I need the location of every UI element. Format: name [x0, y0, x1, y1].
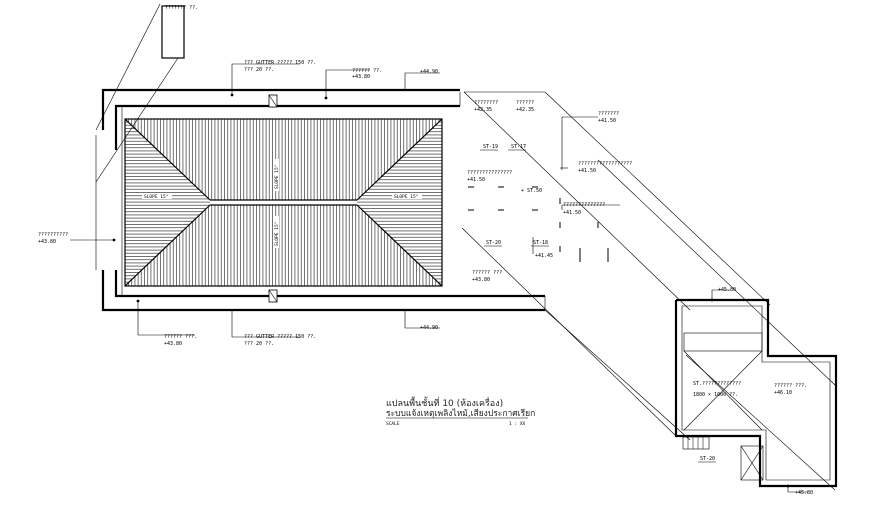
slope-left-bg [142, 193, 172, 199]
projection-line-5 [597, 159, 836, 386]
hip-line-3 [124, 204, 211, 287]
gutter-top-leader [231, 63, 300, 95]
mid-1b: +42.35 [474, 107, 492, 113]
step-box [682, 436, 710, 450]
mid-8: +41.45 [535, 253, 553, 259]
mid-1: ???????? [474, 100, 498, 106]
projection-line-2 [463, 91, 691, 311]
level-top-text-2: +44.90 [420, 69, 438, 75]
level-top2-leader [404, 72, 440, 90]
gutter-bottom [114, 270, 545, 298]
scale-value: 1 : XX [509, 421, 526, 427]
gutter-bot-text-2: ??? 20 ??. [244, 341, 274, 347]
st19-label: ST-19 [483, 144, 498, 150]
side-level: +46.10 [774, 390, 792, 396]
mid-9: ?????? ??? [472, 270, 502, 276]
slope-right-bg [392, 193, 422, 199]
level-bot-leader [404, 310, 440, 329]
tick-marks [468, 186, 609, 262]
room-level-top-leader [711, 289, 730, 300]
mid-9b: +43.80 [472, 277, 490, 283]
hip-roof-outline [124, 118, 443, 287]
mid-3-leader [561, 116, 598, 170]
column-diagonal-1 [95, 3, 161, 131]
slope-left-label: SLOPE 15° [144, 194, 169, 200]
st17-label: ST-17 [511, 144, 526, 150]
room-diagonal-2 [683, 350, 763, 431]
stair-box [740, 445, 764, 481]
left-level: +43.80 [38, 239, 56, 245]
room-note: ST.????????????? [693, 381, 741, 387]
column-block [161, 5, 185, 59]
slope-top-label: SLOPE 15° [274, 164, 280, 189]
mid-7-leader [561, 204, 620, 210]
hip-line-2 [356, 118, 443, 201]
mid-5b: +41.50 [467, 177, 485, 183]
drawing-title-line1: แปลนพื้นชั้นที่ 10 (ห้องเครื่อง) [386, 396, 503, 409]
mid-7: ?????????????? [563, 202, 605, 208]
level-top-text-1b: +43.80 [352, 74, 370, 80]
level-top-leader [325, 69, 370, 98]
slope-right-label: SLOPE 15° [394, 194, 419, 200]
slope-bottom-label: SLOPE 15° [274, 221, 280, 246]
room-band [683, 332, 763, 352]
gutter-bot-text-1: ??? GUTTER ????? 150 ??. [244, 334, 316, 340]
st18-label: ST-18 [533, 240, 548, 246]
drawing-title-line2: ระบบแจ้งเหตุเพลิงไหม้,เสียงประกาศเรียก [386, 408, 535, 419]
top-note: ??????? ??. [165, 5, 198, 11]
mid-4: ?????????????????? [578, 161, 632, 167]
level-top-text-1: ?????? ??. [352, 68, 382, 74]
side-note: ?????? ???. [774, 383, 807, 389]
hip-line-4 [356, 204, 443, 287]
bottom-level: +43.80 [164, 341, 182, 347]
projection-line-4 [544, 309, 691, 441]
st-bottom-label: ST-20 [700, 456, 715, 462]
level-bot-text: +44.90 [420, 325, 438, 331]
roof-hatch [125, 119, 442, 286]
scale-label: SCALE [386, 421, 400, 427]
projection-line-3 [461, 227, 677, 437]
machine-room-outer [674, 298, 838, 488]
mid-4b: +41.50 [578, 168, 596, 174]
room-level-bot-leader [787, 486, 808, 493]
mid-5: ??????????????? [467, 170, 512, 176]
roof-slab-bottom [101, 270, 545, 312]
room-size: 1800 × 1000 ??. [693, 392, 738, 398]
room-level-top: +45.80 [718, 287, 736, 293]
gutter-top [114, 104, 460, 150]
projection-line-1 [544, 91, 771, 306]
roof-slab-top [101, 88, 460, 130]
st20-label: ST-20 [486, 240, 501, 246]
gutter-top-text-1: ??? GUTTER ????? 150 ??. [244, 60, 316, 66]
bottom-leader [137, 301, 195, 336]
mid-7b: +41.50 [563, 210, 581, 216]
mid-3: ??????? [598, 111, 619, 117]
bottom-note: ?????? ???. [164, 334, 197, 340]
hip-line-1 [124, 118, 211, 201]
mid-2b: +42.35 [516, 107, 534, 113]
projection-line-6 [685, 354, 836, 491]
mid-2: ?????? [516, 100, 534, 106]
left-note: ?????????? [38, 232, 68, 238]
mid-3b: +41.50 [598, 118, 616, 124]
gutter-bot-leader [231, 310, 300, 338]
room-level-bot: +45.80 [795, 490, 813, 496]
mid-6: + ST.50 [521, 188, 542, 194]
gutter-top-text-2: ??? 20 ??. [244, 67, 274, 73]
machine-room-inner [681, 305, 831, 481]
